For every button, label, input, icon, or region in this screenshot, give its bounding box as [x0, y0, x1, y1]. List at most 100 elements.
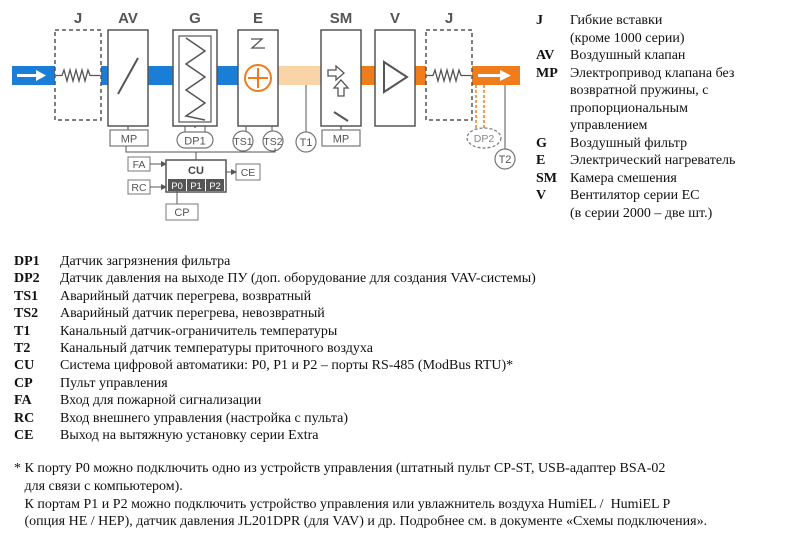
flex-spring-icon — [56, 67, 100, 84]
footnote: * К порту P0 можно подключить одно из ус… — [14, 460, 794, 531]
legend-desc: Датчик загрязнения фильтра — [60, 254, 231, 269]
dp1-sensor — [176, 131, 214, 149]
mp-actuator-av — [109, 129, 149, 147]
ts1-sensor — [232, 130, 254, 152]
t1-sensor-label: T1 — [300, 137, 313, 149]
dp1-sensor-label: DP1 — [184, 136, 205, 148]
legend-code: DP1 — [14, 254, 40, 269]
legend-code: TS2 — [14, 306, 39, 322]
legend-code: RC — [14, 410, 35, 426]
ts2-sensor — [262, 130, 284, 152]
section-label-e: E — [253, 10, 263, 27]
section-label-j-out: J — [445, 10, 453, 27]
legend-code: CE — [14, 428, 34, 444]
port-p0-label: P0 — [171, 181, 183, 192]
legend-row: возвратной пружины, с — [536, 82, 800, 100]
mixing-arrow-up-icon — [332, 79, 350, 97]
legend-code — [536, 82, 570, 100]
legend-desc: Выход на вытяжную установку серии Extra — [60, 428, 319, 444]
legend-code: AV — [536, 48, 555, 63]
legend-code: DP2 — [14, 271, 40, 287]
legend-row: (кроме 1000 серии) — [536, 30, 800, 48]
legend-row: T1 Канальный датчик-ограничитель температ… — [14, 323, 536, 340]
legend-desc: Вход для пожарной сигнализации — [60, 393, 262, 409]
ts2-sensor-label: TS2 — [263, 136, 282, 148]
sm-damper-icon — [333, 111, 349, 122]
legend-code: MP — [536, 65, 558, 81]
legend-code: CP — [14, 375, 33, 391]
ts1-sensor-label: TS1 — [233, 136, 252, 148]
port-p0 — [168, 179, 186, 191]
legend-desc: пропорциональным — [570, 100, 688, 116]
legend-desc: Система цифровой автоматики: P0, P1 и P2… — [60, 358, 514, 374]
legend-row: TS1 Аварийный датчик перегрева, возвратны… — [14, 288, 536, 305]
port-p1-label: P1 — [190, 181, 202, 192]
mp-actuator-sm — [321, 129, 361, 147]
legend-code: TS1 — [14, 288, 39, 304]
ce-output-label: CE — [241, 167, 256, 179]
legend-code: J — [536, 13, 543, 28]
legend-desc: возвратной пружины, с — [570, 83, 709, 98]
legend-row: SM Камера смешения — [536, 170, 800, 188]
legend-desc: Вход внешнего управления (настройка с пу… — [60, 410, 349, 426]
outlet-arrow-icon — [478, 70, 511, 81]
legend-desc: Пульт управления — [60, 375, 168, 391]
filter-pleats-icon — [184, 37, 207, 121]
t1-sensor — [295, 131, 317, 153]
legend-code: SM — [536, 170, 557, 186]
fa-input-label: FA — [133, 159, 146, 171]
dp2-sensor-label: DP2 — [474, 133, 495, 145]
thermostat-icon — [250, 38, 265, 49]
footnote-line: (опция HE / HEP), датчик давления JL201D… — [14, 514, 708, 530]
component-legend: J Гибкие вставки (кроме 1000 серии)AV Возду… — [536, 12, 800, 222]
legend-row: CP Пульт управления — [14, 375, 536, 392]
section-label-j-in: J — [74, 10, 82, 27]
legend-code: T1 — [14, 323, 31, 339]
port-p2-label: P2 — [209, 181, 221, 192]
legend-row: J Гибкие вставки — [536, 12, 800, 30]
legend-desc: Воздушный клапан — [570, 48, 686, 63]
inlet-arrow-icon — [17, 70, 46, 81]
port-p2 — [206, 179, 224, 191]
legend-row: пропорциональным — [536, 100, 800, 118]
legend-desc: управлением — [570, 118, 648, 133]
flex-spring-outlet-icon — [427, 67, 471, 84]
legend-desc: Аварийный датчик перегрева, возвратный — [60, 288, 312, 304]
footnote-line: для связи с компьютером). — [14, 478, 183, 494]
legend-row: TS2 Аварийный датчик перегрева, невозврат… — [14, 305, 536, 322]
legend-row: AV Воздушный клапан — [536, 47, 800, 65]
section-label-av: AV — [118, 10, 138, 27]
section-label-v: V — [390, 10, 400, 27]
ventilation-unit-diagram: J AV G E SM V J MP DP1 TS1 TS2 T1 — [12, 10, 520, 221]
legend-row: управлением — [536, 117, 800, 135]
legend-row: RC Вход внешнего управления (настройка с … — [14, 410, 536, 427]
cp-panel-label: CP — [174, 207, 189, 219]
mp-actuator-av-label: MP — [121, 134, 138, 146]
section-label-sm: SM — [330, 10, 353, 27]
sm-mixing-box — [320, 29, 362, 127]
legend-code — [536, 30, 570, 48]
rc-input-label: RC — [131, 182, 147, 194]
mp-actuator-sm-label: MP — [333, 134, 350, 146]
legend-code: G — [536, 135, 547, 151]
t2-sensor — [494, 148, 516, 170]
legend-row: DP1 Датчик загрязнения фильтра — [14, 253, 536, 270]
legend-row: CE Выход на вытяжную установку серии Extr… — [14, 427, 536, 444]
footnote-line: К портам P1 и P2 можно подключить устрой… — [14, 496, 671, 512]
legend-desc: Аварийный датчик перегрева, невозвратный — [60, 306, 325, 322]
legend-desc: Гибкие вставки — [570, 13, 663, 28]
legend-row: (в серии 2000 – две шт.) — [536, 205, 800, 223]
t2-sensor-label: T2 — [499, 154, 512, 166]
legend-desc: Канальный датчик-ограничитель температур… — [60, 323, 338, 339]
legend-desc: Электропривод клапана без — [570, 65, 735, 81]
legend-desc: Датчик давления на выходе ПУ (доп. обору… — [60, 271, 536, 287]
legend-code: V — [536, 188, 547, 203]
legend-desc: Камера смешения — [570, 170, 677, 186]
port-p1 — [187, 179, 205, 191]
legend-code — [536, 100, 570, 118]
